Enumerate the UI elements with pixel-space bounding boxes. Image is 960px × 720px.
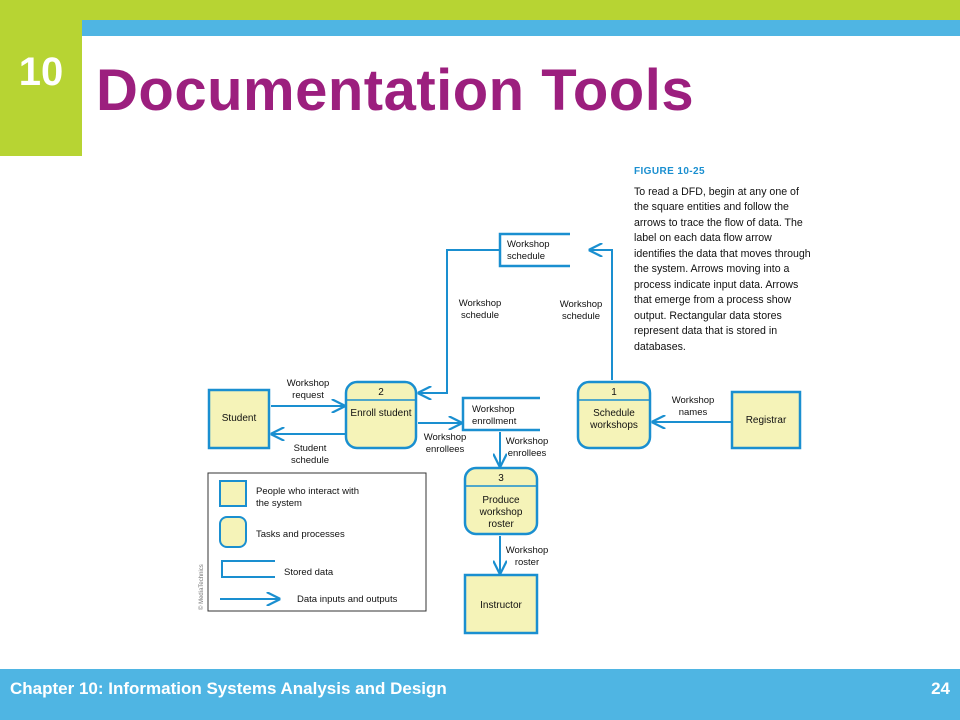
legend-entity-2: the system (256, 498, 302, 509)
entity-registrar-label: Registrar (746, 415, 787, 426)
flow-sched-left-1: Workshop (459, 298, 502, 309)
process-1-line2: workshops (589, 420, 638, 431)
flow-enrollees-b-1: Workshop (506, 436, 549, 447)
legend-process: Tasks and processes (256, 529, 345, 540)
flow-labels: Workshop request Student schedule Worksh… (287, 298, 715, 568)
flow-names-2: names (679, 407, 708, 418)
flow-enrollees-a-1: Workshop (424, 432, 467, 443)
flow-sched-right-1: Workshop (560, 299, 603, 310)
slide-title: Documentation Tools (96, 58, 695, 123)
figure-caption: FIGURE 10-25 To read a DFD, begin at any… (634, 164, 814, 355)
footer-bar: Chapter 10: Information Systems Analysis… (0, 669, 960, 720)
process-2-label: Enroll student (350, 408, 411, 419)
process-3-line3: roster (488, 519, 514, 530)
flow-sched-left-2: schedule (461, 310, 499, 321)
footer-chapter-title: Chapter 10: Information Systems Analysis… (10, 679, 447, 698)
store-workshop-schedule: Workshop schedule (498, 232, 570, 268)
entity-registrar: Registrar (730, 390, 802, 450)
flow-request-2: request (292, 390, 324, 401)
process-3-line2: workshop (479, 507, 523, 518)
process-schedule-workshops: 1 Schedule workshops (576, 380, 652, 450)
flow-roster-1: Workshop (506, 545, 549, 556)
store-workshop-enrollment: Workshop enrollment (461, 396, 540, 432)
store-schedule-line1: Workshop (507, 239, 550, 250)
flow-request-1: Workshop (287, 378, 330, 389)
entity-student-label: Student (222, 413, 257, 424)
legend-entity-1: People who interact with (256, 486, 359, 497)
caption-text: To read a DFD, begin at any one of the s… (634, 185, 811, 353)
process-enroll-student: 2 Enroll student (344, 380, 418, 450)
legend-flow: Data inputs and outputs (297, 594, 398, 605)
process-2-number: 2 (378, 387, 384, 398)
flow-names-1: Workshop (672, 395, 715, 406)
process-produce-roster: 3 Produce workshop roster (463, 466, 539, 536)
image-credit: © MediaTechnics (198, 564, 205, 610)
entity-instructor-label: Instructor (480, 600, 522, 611)
chapter-number: 10 (18, 50, 64, 94)
entity-student: Student (207, 388, 271, 450)
process-3-line1: Produce (482, 495, 520, 506)
process-3-number: 3 (498, 473, 504, 484)
store-enrollment-line1: Workshop (472, 404, 515, 415)
flow-sched-right-2: schedule (562, 311, 600, 322)
dfd-diagram: Student Registrar Instructor 2 Enroll st… (198, 232, 802, 635)
entity-instructor: Instructor (463, 573, 539, 635)
process-1-line1: Schedule (593, 408, 635, 419)
page-number: 24 (931, 679, 950, 698)
process-1-number: 1 (611, 387, 617, 398)
flow-enrollees-a-2: enrollees (426, 444, 465, 455)
flow-enrollees-b-2: enrollees (508, 448, 547, 459)
flow-roster-2: roster (515, 557, 539, 568)
top-green-bar (0, 0, 960, 20)
flow-arrows (271, 250, 732, 573)
flow-student-schedule-1: Student (294, 443, 327, 454)
figure-label: FIGURE 10-25 (634, 166, 705, 177)
store-enrollment-line2: enrollment (472, 416, 517, 427)
top-blue-bar (82, 20, 960, 36)
legend-store: Stored data (284, 567, 334, 578)
legend: People who interact with the system Task… (207, 472, 427, 612)
store-schedule-line2: schedule (507, 251, 545, 262)
chapter-badge: 10 (0, 0, 82, 156)
flow-student-schedule-2: schedule (291, 455, 329, 466)
